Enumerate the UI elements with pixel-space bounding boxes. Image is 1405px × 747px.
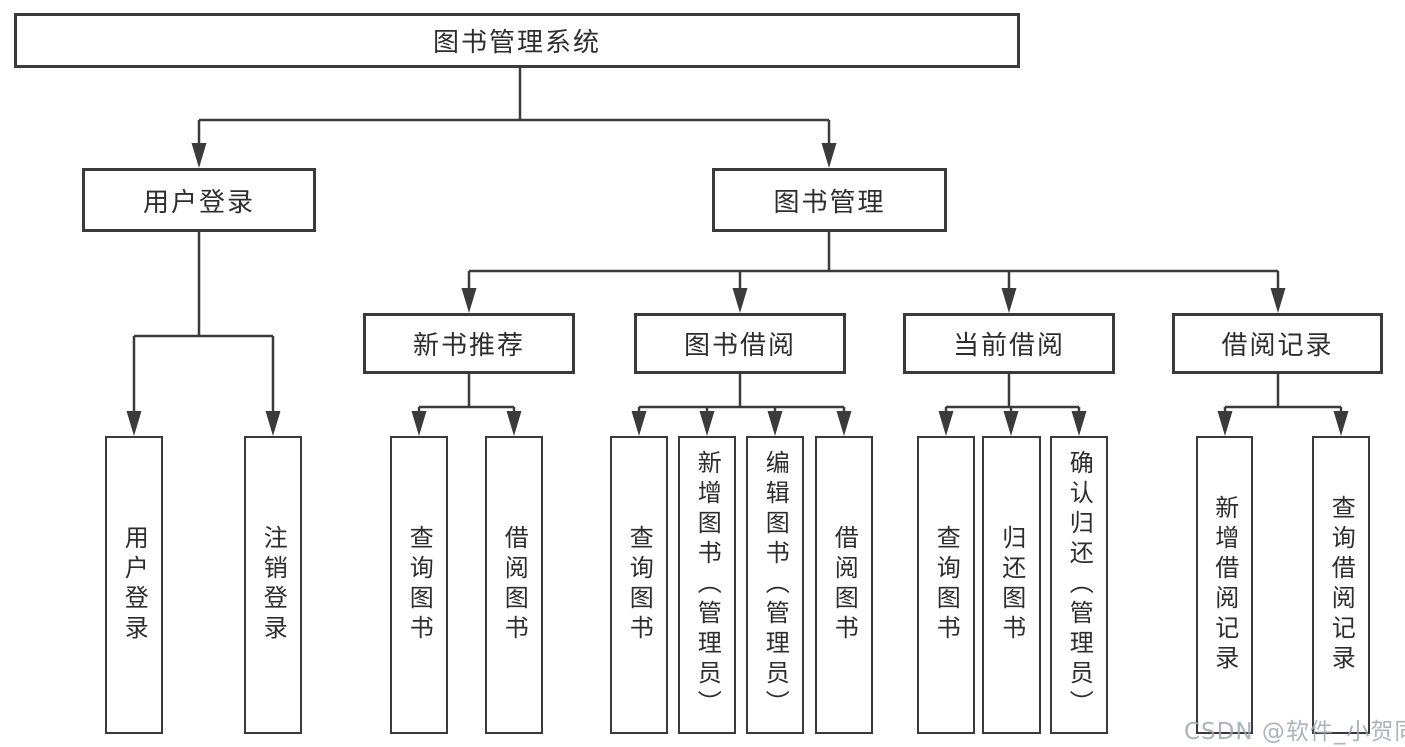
node-library-management-system: 图书管理系统 xyxy=(14,13,1020,68)
watermark-text: CSDN @软件_小贺同学 xyxy=(1184,719,1405,745)
leaf-query-borrow-record: 查询借阅记录 xyxy=(1312,436,1370,734)
leaf-borrow-books-recommend: 借阅图书 xyxy=(485,436,543,734)
node-user-login: 用户登录 xyxy=(82,168,316,232)
node-new-book-recommendation: 新书推荐 xyxy=(363,313,575,374)
leaf-borrow-books-borrowing: 借阅图书 xyxy=(815,436,873,734)
node-book-management: 图书管理 xyxy=(712,168,947,232)
leaf-user-login: 用户登录 xyxy=(105,436,163,734)
node-borrowing-records: 借阅记录 xyxy=(1172,313,1383,374)
node-current-borrowing: 当前借阅 xyxy=(903,313,1115,374)
leaf-add-book-admin: 新增图书（管理员） xyxy=(678,436,736,734)
leaf-query-books-current: 查询图书 xyxy=(917,436,975,734)
leaf-query-books-borrowing: 查询图书 xyxy=(610,436,668,734)
leaf-add-borrow-record: 新增借阅记录 xyxy=(1196,436,1253,734)
leaf-query-books-recommend: 查询图书 xyxy=(390,436,448,734)
node-book-borrowing: 图书借阅 xyxy=(634,313,846,374)
leaf-edit-book-admin: 编辑图书（管理员） xyxy=(746,436,804,734)
leaf-confirm-return-admin: 确认归还（管理员） xyxy=(1050,436,1108,734)
leaf-logout: 注销登录 xyxy=(244,436,302,734)
leaf-return-books: 归还图书 xyxy=(982,436,1041,734)
